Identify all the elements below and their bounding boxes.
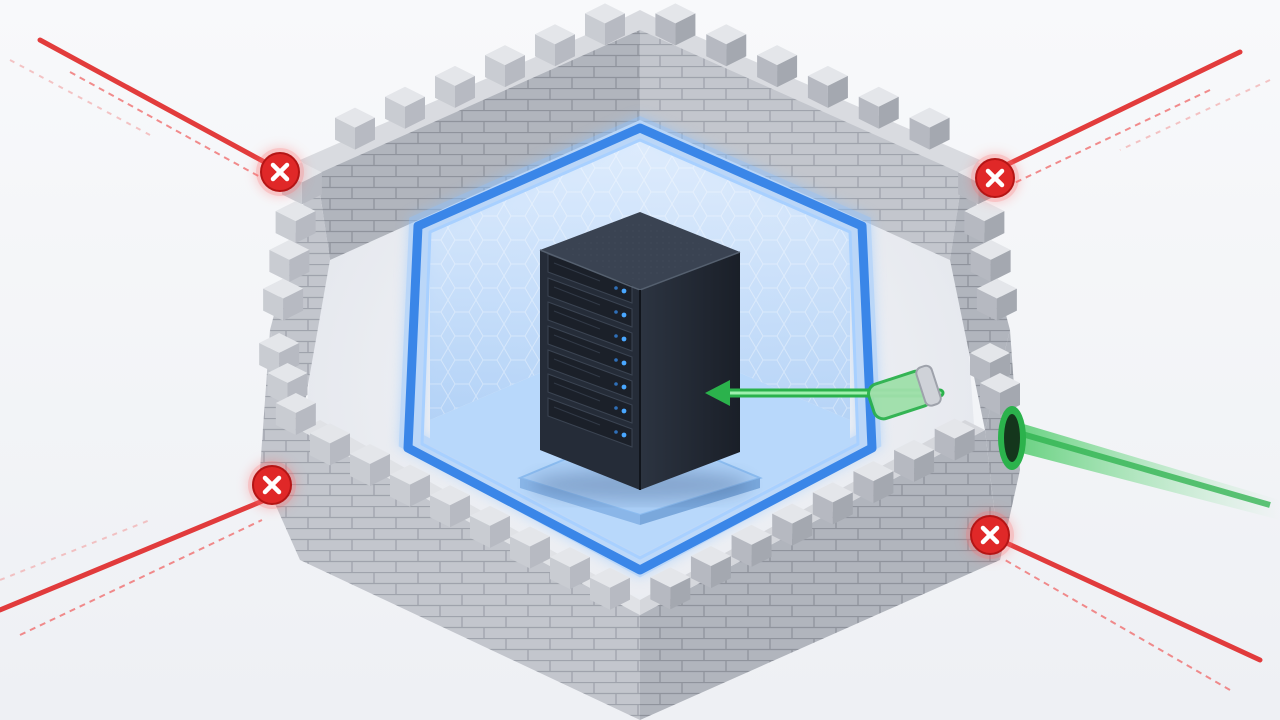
blocked-x-top-right — [971, 154, 1019, 202]
wall-merlon — [390, 464, 430, 507]
wall-merlon — [934, 418, 975, 461]
wall-merlon — [757, 45, 798, 88]
wall-merlon — [430, 485, 470, 528]
wall-merlon — [812, 482, 853, 525]
wall-merlon — [590, 567, 630, 610]
wall-crenellations-back — [263, 3, 1017, 321]
blocked-x-bottom-left — [248, 461, 296, 509]
wall-merlon — [275, 393, 316, 435]
wall-merlon — [535, 24, 575, 67]
wall-merlon — [655, 3, 696, 46]
blocked-connection-top-left — [9, 37, 273, 179]
wall-merlon — [550, 547, 590, 590]
wall-merlon — [470, 505, 510, 548]
server-drive-bay — [547, 325, 633, 376]
wall-merlon — [894, 439, 935, 482]
wall-merlon — [485, 45, 525, 88]
wall-merlon — [310, 423, 350, 466]
server-drive-bay — [547, 277, 633, 328]
wall-merlon — [858, 86, 899, 129]
wall-merlon — [731, 524, 772, 567]
wall-merlon — [772, 503, 813, 546]
server-drive-bay — [547, 373, 633, 424]
wall-crenellations-front — [259, 333, 1020, 610]
blocked-x-top-left — [256, 148, 304, 196]
wall-merlon — [263, 278, 304, 321]
wall-merlon — [650, 567, 691, 610]
wall-merlon — [970, 239, 1011, 282]
wall-merlon — [909, 107, 950, 150]
server-drive-bay — [547, 301, 633, 352]
blocked-connection-bottom-right — [997, 537, 1263, 691]
wall-merlon — [976, 278, 1017, 321]
wall-merlon — [385, 86, 425, 129]
wall-merlon — [350, 443, 390, 486]
blocked-connection-top-right — [997, 49, 1271, 187]
port-gate-icon — [867, 364, 1026, 470]
wall-merlon — [964, 201, 1005, 244]
wall-merlon — [690, 546, 731, 589]
wall-merlon — [853, 461, 894, 504]
wall-merlon — [585, 3, 625, 46]
blocked-x-bottom-right — [966, 511, 1014, 559]
wall-merlon — [275, 201, 316, 244]
blocked-x-icon — [248, 148, 1019, 559]
wall-merlon — [435, 65, 475, 108]
blocked-connection-bottom-left — [0, 497, 268, 636]
wall-merlon — [269, 239, 310, 282]
server-drive-bay — [547, 253, 633, 304]
server-drive-bay — [547, 397, 633, 448]
wall-merlon — [807, 65, 848, 108]
wall-merlon — [706, 24, 747, 67]
server-drive-bay — [547, 349, 633, 400]
server-rack-icon — [530, 212, 750, 501]
wall-merlon — [510, 526, 550, 569]
wall-merlon — [335, 107, 375, 150]
